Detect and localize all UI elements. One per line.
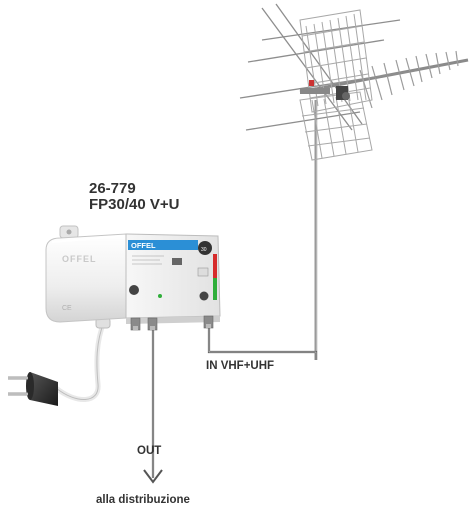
antenna-cable	[207, 318, 318, 360]
arrow-down-icon	[143, 330, 163, 484]
svg-text:CE: CE	[62, 305, 72, 312]
product-name: FP30/40 V+U	[89, 196, 180, 213]
input-label: IN VHF+UHF	[206, 360, 275, 372]
antenna-icon	[239, 3, 469, 360]
housing-logo: OFFEL	[62, 254, 97, 264]
power-plug-icon	[8, 372, 58, 406]
product-code: 26-779	[89, 180, 136, 197]
output-label: OUT	[137, 445, 162, 457]
svg-text:30: 30	[201, 247, 207, 253]
panel-logo: OFFEL	[131, 241, 156, 250]
amplifier-icon: OFFEL CE OFFEL 30	[45, 225, 221, 331]
destination-label: alla distribuzione	[96, 494, 190, 506]
